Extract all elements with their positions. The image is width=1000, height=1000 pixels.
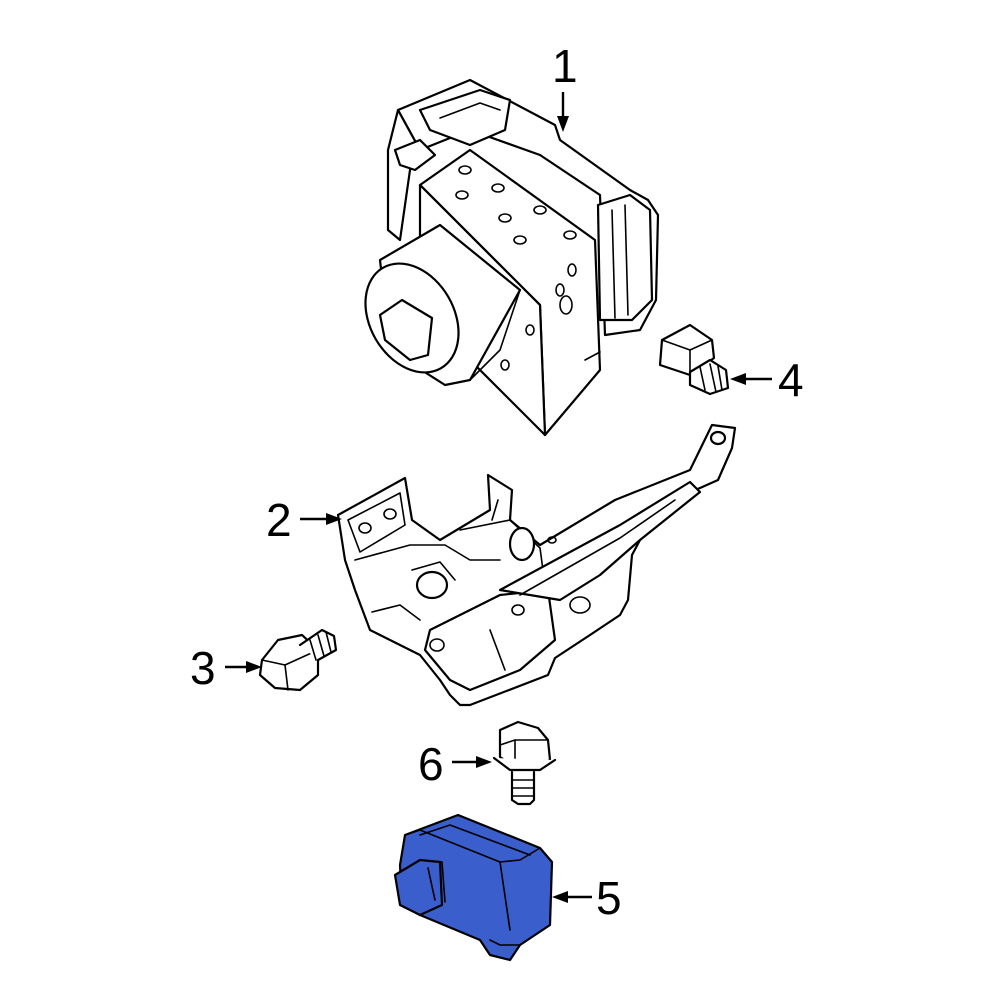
callout-label-4: 4 xyxy=(778,354,804,406)
callout-arrow-2 xyxy=(300,513,342,525)
callout-arrow-5 xyxy=(552,891,592,903)
callout-label-2: 2 xyxy=(266,494,292,546)
callout-arrow-1 xyxy=(557,92,569,132)
part-2-bracket[interactable] xyxy=(336,423,737,707)
callout-arrow-6 xyxy=(452,756,492,768)
part-4-bolt[interactable] xyxy=(658,323,730,396)
callout-arrow-4 xyxy=(730,373,772,385)
callout-arrow-3 xyxy=(225,661,262,673)
callout-label-1: 1 xyxy=(552,40,578,92)
callout-label-5: 5 xyxy=(596,872,622,924)
part-1-abs-modulator[interactable] xyxy=(347,78,660,437)
callout-label-6: 6 xyxy=(418,738,444,790)
part-6-bolt[interactable] xyxy=(492,720,557,806)
part-3-bolt[interactable] xyxy=(258,628,338,692)
callout-label-3: 3 xyxy=(190,642,216,694)
part-5-control-module[interactable] xyxy=(393,813,554,962)
